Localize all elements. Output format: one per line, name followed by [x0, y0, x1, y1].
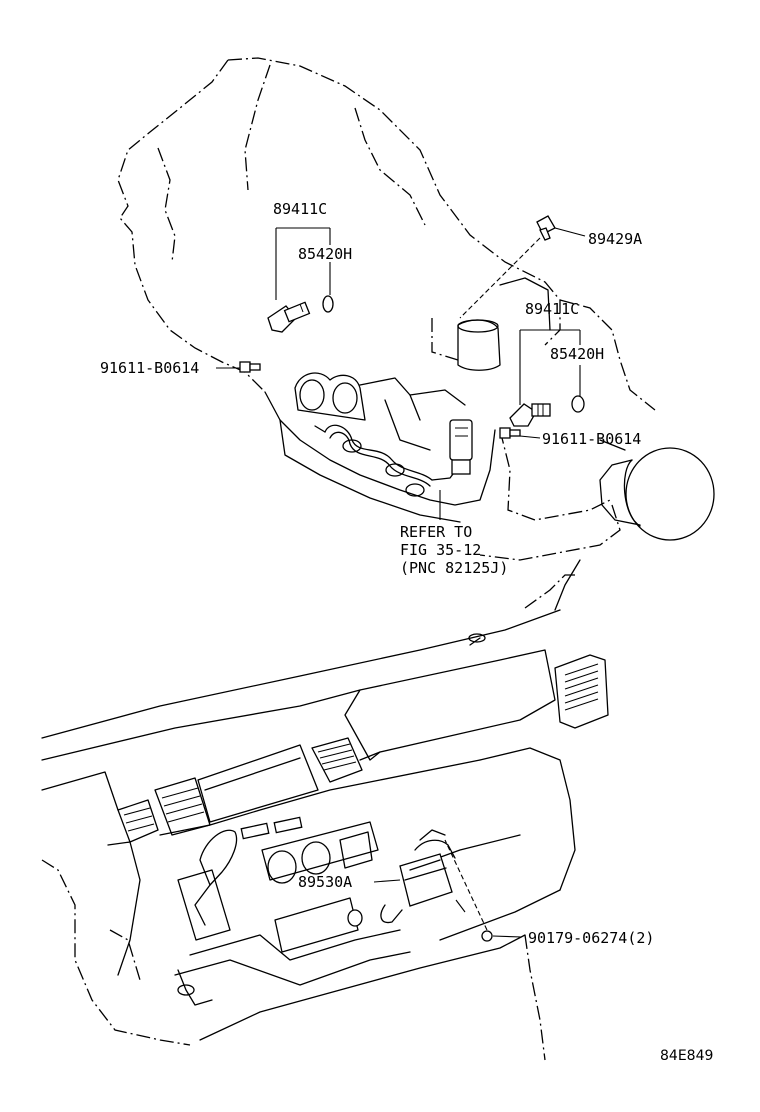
callout-switch[interactable]: 89429A [588, 230, 643, 248]
callout-speed-sensor-left[interactable]: 89411C [273, 200, 328, 218]
instrument-panel [41, 559, 609, 1061]
figure-code: 84E849 [660, 1048, 714, 1064]
callout-bolt-left[interactable]: 91611-B0614 [100, 359, 200, 377]
refer-to-note-line-3[interactable]: (PNC 82125J) [400, 559, 509, 577]
transmission-housing [117, 57, 715, 561]
refer-to-note-line-1: REFER TO [400, 523, 473, 541]
callout-speed-sensor-right[interactable]: 89411C [525, 300, 580, 318]
callout-o-ring-left[interactable]: 85420H [298, 245, 353, 263]
neutral-start-switch-group [459, 215, 586, 319]
speed-sensor-left-group [216, 227, 334, 373]
speed-sensor-right-group [499, 329, 585, 439]
callout-ecu[interactable]: 89530A [298, 873, 353, 891]
callout-nut[interactable]: 90179-06274(2) [528, 929, 655, 947]
callout-o-ring-right[interactable]: 85420H [550, 345, 605, 363]
refer-to-note-line-2: FIG 35-12 [400, 541, 482, 559]
callout-bolt-right[interactable]: 91611-B0614 [542, 430, 642, 448]
